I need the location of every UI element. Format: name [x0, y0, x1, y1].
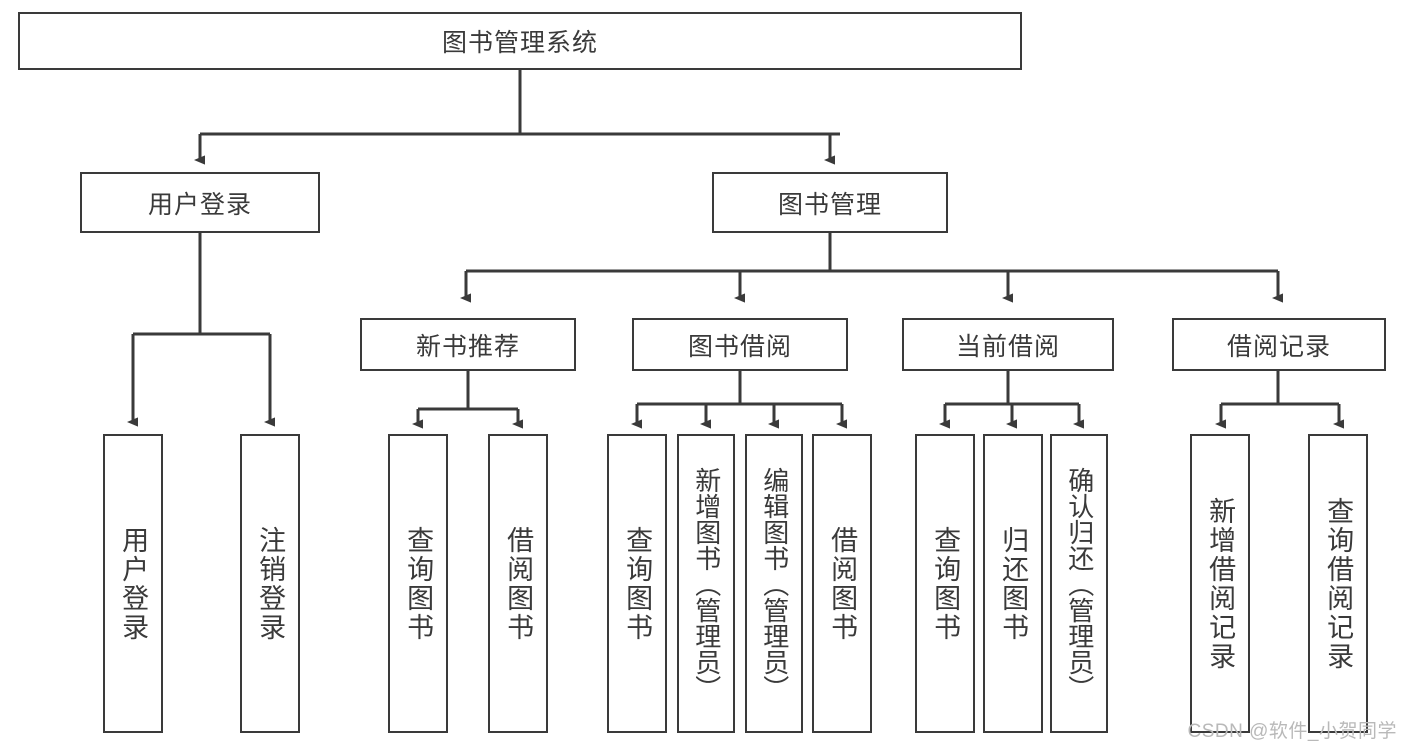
node-label: 图书借阅 [687, 332, 792, 361]
watermark: CSDN @软件_小贺同学 [1187, 721, 1397, 742]
node-label: 新书推荐 [415, 332, 520, 361]
node-current-borrow[interactable]: 当前借阅 [902, 318, 1114, 371]
node-book-borrow[interactable]: 图书借阅 [632, 318, 848, 371]
node-book-management[interactable]: 图书管理 [712, 172, 948, 233]
node-label: 用户登录 [118, 525, 149, 642]
leaf-query-book-borrow[interactable]: 查询图书 [607, 434, 667, 733]
node-label: 确认归还（管理员） [1064, 466, 1095, 701]
node-label: 查询图书 [403, 525, 434, 642]
node-label: 图书管理系统 [441, 29, 598, 57]
leaf-confirm-return-admin[interactable]: 确认归还（管理员） [1050, 434, 1108, 733]
node-label: 图书管理 [777, 190, 882, 219]
leaf-user-login[interactable]: 用户登录 [103, 434, 163, 733]
node-label: 用户登录 [147, 190, 252, 219]
leaf-query-borrow-record[interactable]: 查询借阅记录 [1308, 434, 1368, 733]
leaf-add-book-admin[interactable]: 新增图书（管理员） [677, 434, 735, 733]
node-label: 归还图书 [998, 525, 1029, 642]
node-label: 查询借阅记录 [1323, 496, 1354, 671]
node-label: 新增图书（管理员） [691, 466, 722, 701]
node-label: 借阅图书 [503, 525, 534, 642]
node-label: 查询图书 [622, 525, 653, 642]
leaf-borrow-book[interactable]: 借阅图书 [812, 434, 872, 733]
node-root-system[interactable]: 图书管理系统 [18, 12, 1022, 70]
leaf-edit-book-admin[interactable]: 编辑图书（管理员） [745, 434, 803, 733]
leaf-return-book[interactable]: 归还图书 [983, 434, 1043, 733]
node-label: 编辑图书（管理员） [759, 466, 790, 701]
leaf-query-book-current[interactable]: 查询图书 [915, 434, 975, 733]
leaf-borrow-book-recommend[interactable]: 借阅图书 [488, 434, 548, 733]
leaf-query-book-recommend[interactable]: 查询图书 [388, 434, 448, 733]
node-label: 注销登录 [255, 525, 286, 642]
node-borrow-record[interactable]: 借阅记录 [1172, 318, 1386, 371]
node-label: 借阅图书 [827, 525, 858, 642]
leaf-logout[interactable]: 注销登录 [240, 434, 300, 733]
node-new-book-recommend[interactable]: 新书推荐 [360, 318, 576, 371]
node-user-login[interactable]: 用户登录 [80, 172, 320, 233]
node-label: 当前借阅 [955, 332, 1060, 361]
node-label: 新增借阅记录 [1205, 496, 1236, 671]
leaf-add-borrow-record[interactable]: 新增借阅记录 [1190, 434, 1250, 733]
node-label: 查询图书 [930, 525, 961, 642]
node-label: 借阅记录 [1226, 332, 1331, 361]
